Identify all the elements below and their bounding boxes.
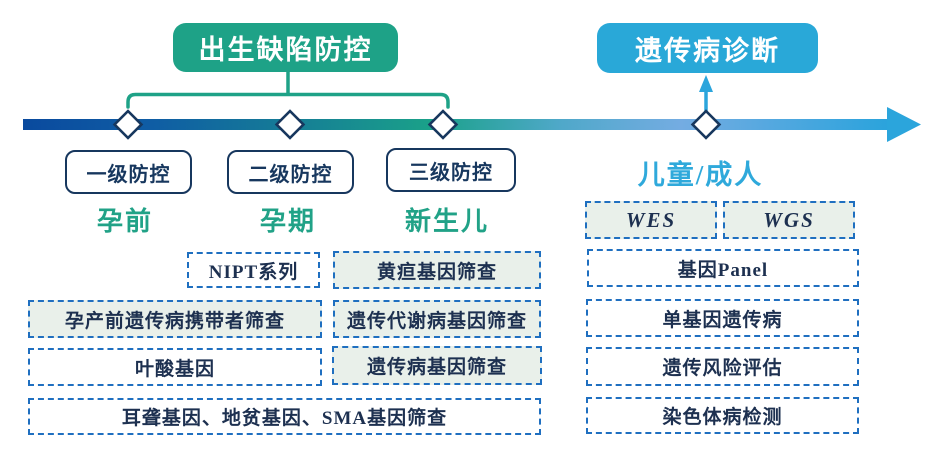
- genetic-diagnosis-header: 遗传病诊断: [597, 23, 818, 73]
- test-box-wes: WES: [585, 201, 717, 239]
- test-box-wes-label: WES: [625, 207, 677, 232]
- timeline-bar: [23, 119, 889, 130]
- level-2-prevention-label: 二级防控: [248, 163, 333, 186]
- test-box-genetic-risk-assessment-label: 遗传风险评估: [662, 358, 783, 379]
- test-box-carrier-screening-label: 孕产前遗传病携带者筛查: [64, 310, 285, 332]
- test-box-chromosome-disease-detection-label: 染色体病检测: [662, 407, 783, 428]
- test-box-nipt-label: NIPT系列: [208, 261, 299, 283]
- test-box-metabolic-gene-screening-label: 遗传代谢病基因筛查: [346, 310, 527, 332]
- test-box-combined-gene-screening: 耳聋基因、地贫基因、SMA基因筛查: [28, 398, 541, 435]
- test-box-folate-gene-label: 叶酸基因: [134, 358, 215, 380]
- diamond-marker-icon: [427, 109, 459, 140]
- test-box-monogenic-disease-label: 单基因遗传病: [662, 309, 783, 331]
- genetic-diagnosis-header-label: 遗传病诊断: [635, 35, 780, 66]
- up-arrowhead-icon: [699, 75, 713, 92]
- test-box-genetic-disease-screening: 遗传病基因筛查: [332, 346, 542, 385]
- test-box-combined-gene-screening-label: 耳聋基因、地贫基因、SMA基因筛查: [121, 408, 448, 429]
- level-1-prevention-box: 一级防控: [65, 150, 192, 194]
- diamond-marker-icon: [112, 109, 144, 140]
- test-box-jaundice-gene-screening: 黄疸基因筛查: [333, 251, 541, 289]
- test-box-chromosome-disease-detection: 染色体病检测: [586, 397, 859, 434]
- stage-label-newborn: 新生儿: [404, 207, 489, 236]
- diamond-marker-icon: [690, 109, 722, 140]
- test-box-metabolic-gene-screening: 遗传代谢病基因筛查: [333, 300, 541, 338]
- test-box-carrier-screening: 孕产前遗传病携带者筛查: [28, 300, 322, 338]
- stage-label-pre-pregnancy: 孕前: [96, 207, 153, 236]
- test-box-jaundice-gene-screening-label: 黄疸基因筛查: [376, 261, 497, 283]
- test-box-genetic-risk-assessment: 遗传风险评估: [586, 347, 859, 386]
- test-box-genetic-disease-screening-label: 遗传病基因筛查: [366, 357, 507, 378]
- diamond-marker-icon: [274, 109, 306, 140]
- test-box-wgs-label: WGS: [763, 207, 815, 232]
- birth-defect-header-label: 出生缺陷防控: [198, 35, 373, 65]
- bracket-connector: [126, 70, 450, 109]
- level-1-prevention-label: 一级防控: [86, 163, 171, 186]
- test-box-gene-panel: 基因Panel: [587, 249, 859, 287]
- test-box-monogenic-disease: 单基因遗传病: [586, 299, 859, 337]
- birth-defect-header: 出生缺陷防控: [173, 23, 398, 72]
- level-2-prevention-box: 二级防控: [227, 150, 354, 194]
- test-box-folate-gene: 叶酸基因: [28, 348, 322, 386]
- level-3-prevention-label: 三级防控: [409, 161, 493, 184]
- test-box-wgs: WGS: [723, 201, 855, 239]
- level-3-prevention-box: 三级防控: [386, 148, 516, 192]
- test-box-nipt: NIPT系列: [187, 252, 320, 288]
- timeline-arrowhead-icon: [887, 107, 921, 142]
- test-box-gene-panel-label: 基因Panel: [677, 259, 769, 281]
- stage-label-pregnancy: 孕期: [259, 207, 316, 236]
- stage-label-child-adult: 儿童/成人: [637, 160, 764, 190]
